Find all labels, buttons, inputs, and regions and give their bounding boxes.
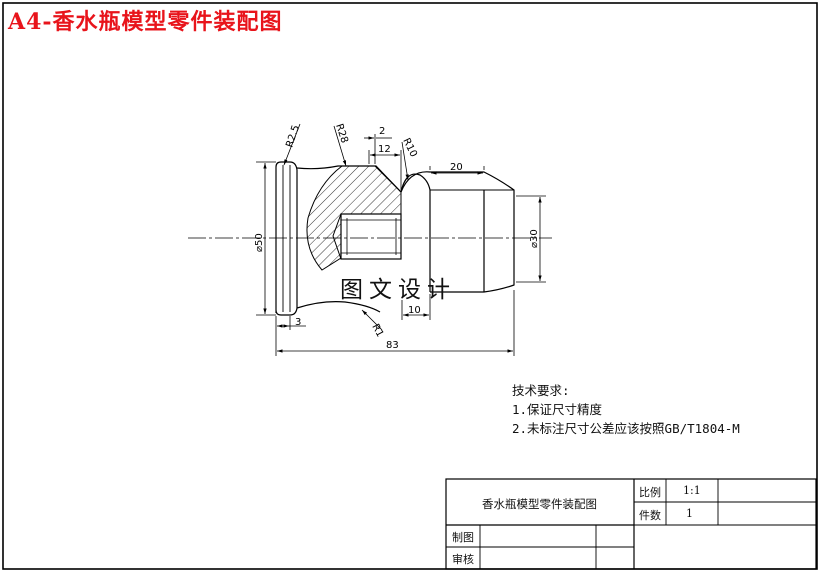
title-block-quantity-value: 1 [686,507,693,520]
title-block [445,478,817,570]
title-block-quantity-label: 件数 [639,509,661,522]
flange-outline [275,161,298,316]
notes-heading: 技术要求: [512,383,570,398]
dim-r28: R28 [333,123,350,145]
dim-3: 3 [295,317,301,328]
dim-r2-5: R2.5 [284,124,302,149]
dim-10: 10 [408,305,421,316]
title-block-part-name: 香水瓶模型零件装配图 [482,497,597,511]
watermark-text: 图文设计 [340,277,456,303]
dim-83: 83 [386,340,399,351]
title-block-drawn-label: 制图 [452,531,474,544]
dim-12: 12 [378,144,391,155]
title-block-scale-label: 比例 [639,486,661,499]
part-drawing [188,123,552,356]
dim-phi30: ⌀30 [529,229,540,248]
dim-20: 20 [450,162,463,173]
dim-r1: R1 [369,322,385,339]
drawing-title: A4-香水瓶模型零件装配图 [8,9,283,35]
notes-item-2: 2.未标注尺寸公差应该按照GB/T1804-M [512,421,740,436]
technical-requirements: 技术要求: 1.保证尺寸精度 2.未标注尺寸公差应该按照GB/T1804-M [512,381,740,438]
title-block-checked-label: 审核 [452,553,474,566]
dim-phi50: ⌀50 [254,233,265,252]
section-hatch [306,165,402,271]
dim-2: 2 [379,126,385,137]
title-block-scale-value: 1:1 [683,484,701,497]
notes-item-1: 1.保证尺寸精度 [512,402,603,417]
